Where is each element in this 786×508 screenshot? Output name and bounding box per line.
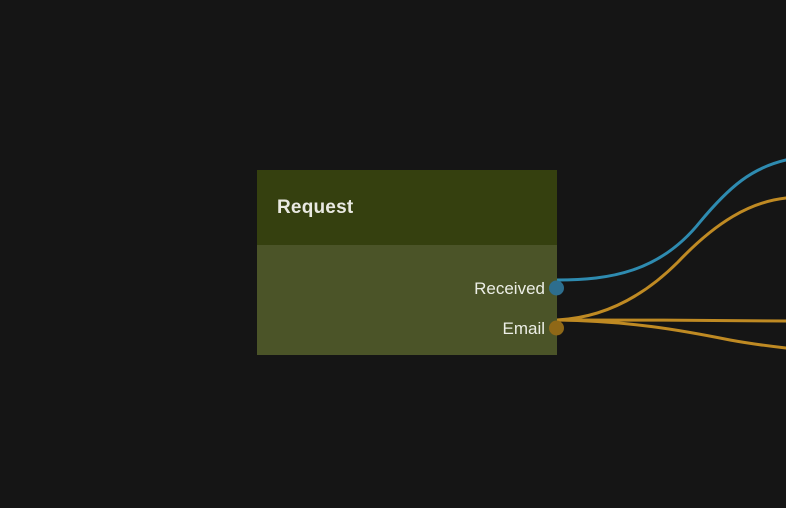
port-label-received: Received — [474, 278, 545, 298]
port-dot-received[interactable] — [549, 280, 564, 296]
node-request[interactable]: Request Received Email — [257, 170, 564, 355]
node-header[interactable]: Request — [257, 170, 557, 245]
port-label-email: Email — [502, 318, 545, 338]
port-row-received[interactable]: Received — [257, 268, 564, 308]
edge-email-3[interactable] — [555, 318, 786, 350]
port-row-email[interactable]: Email — [257, 308, 564, 348]
edge-received-1[interactable] — [555, 158, 786, 282]
port-dot-email[interactable] — [549, 320, 564, 336]
edge-email-2[interactable] — [555, 318, 786, 323]
node-body: Received Email — [257, 245, 564, 355]
edge-email-1[interactable] — [555, 196, 786, 322]
node-title: Request — [277, 197, 354, 218]
